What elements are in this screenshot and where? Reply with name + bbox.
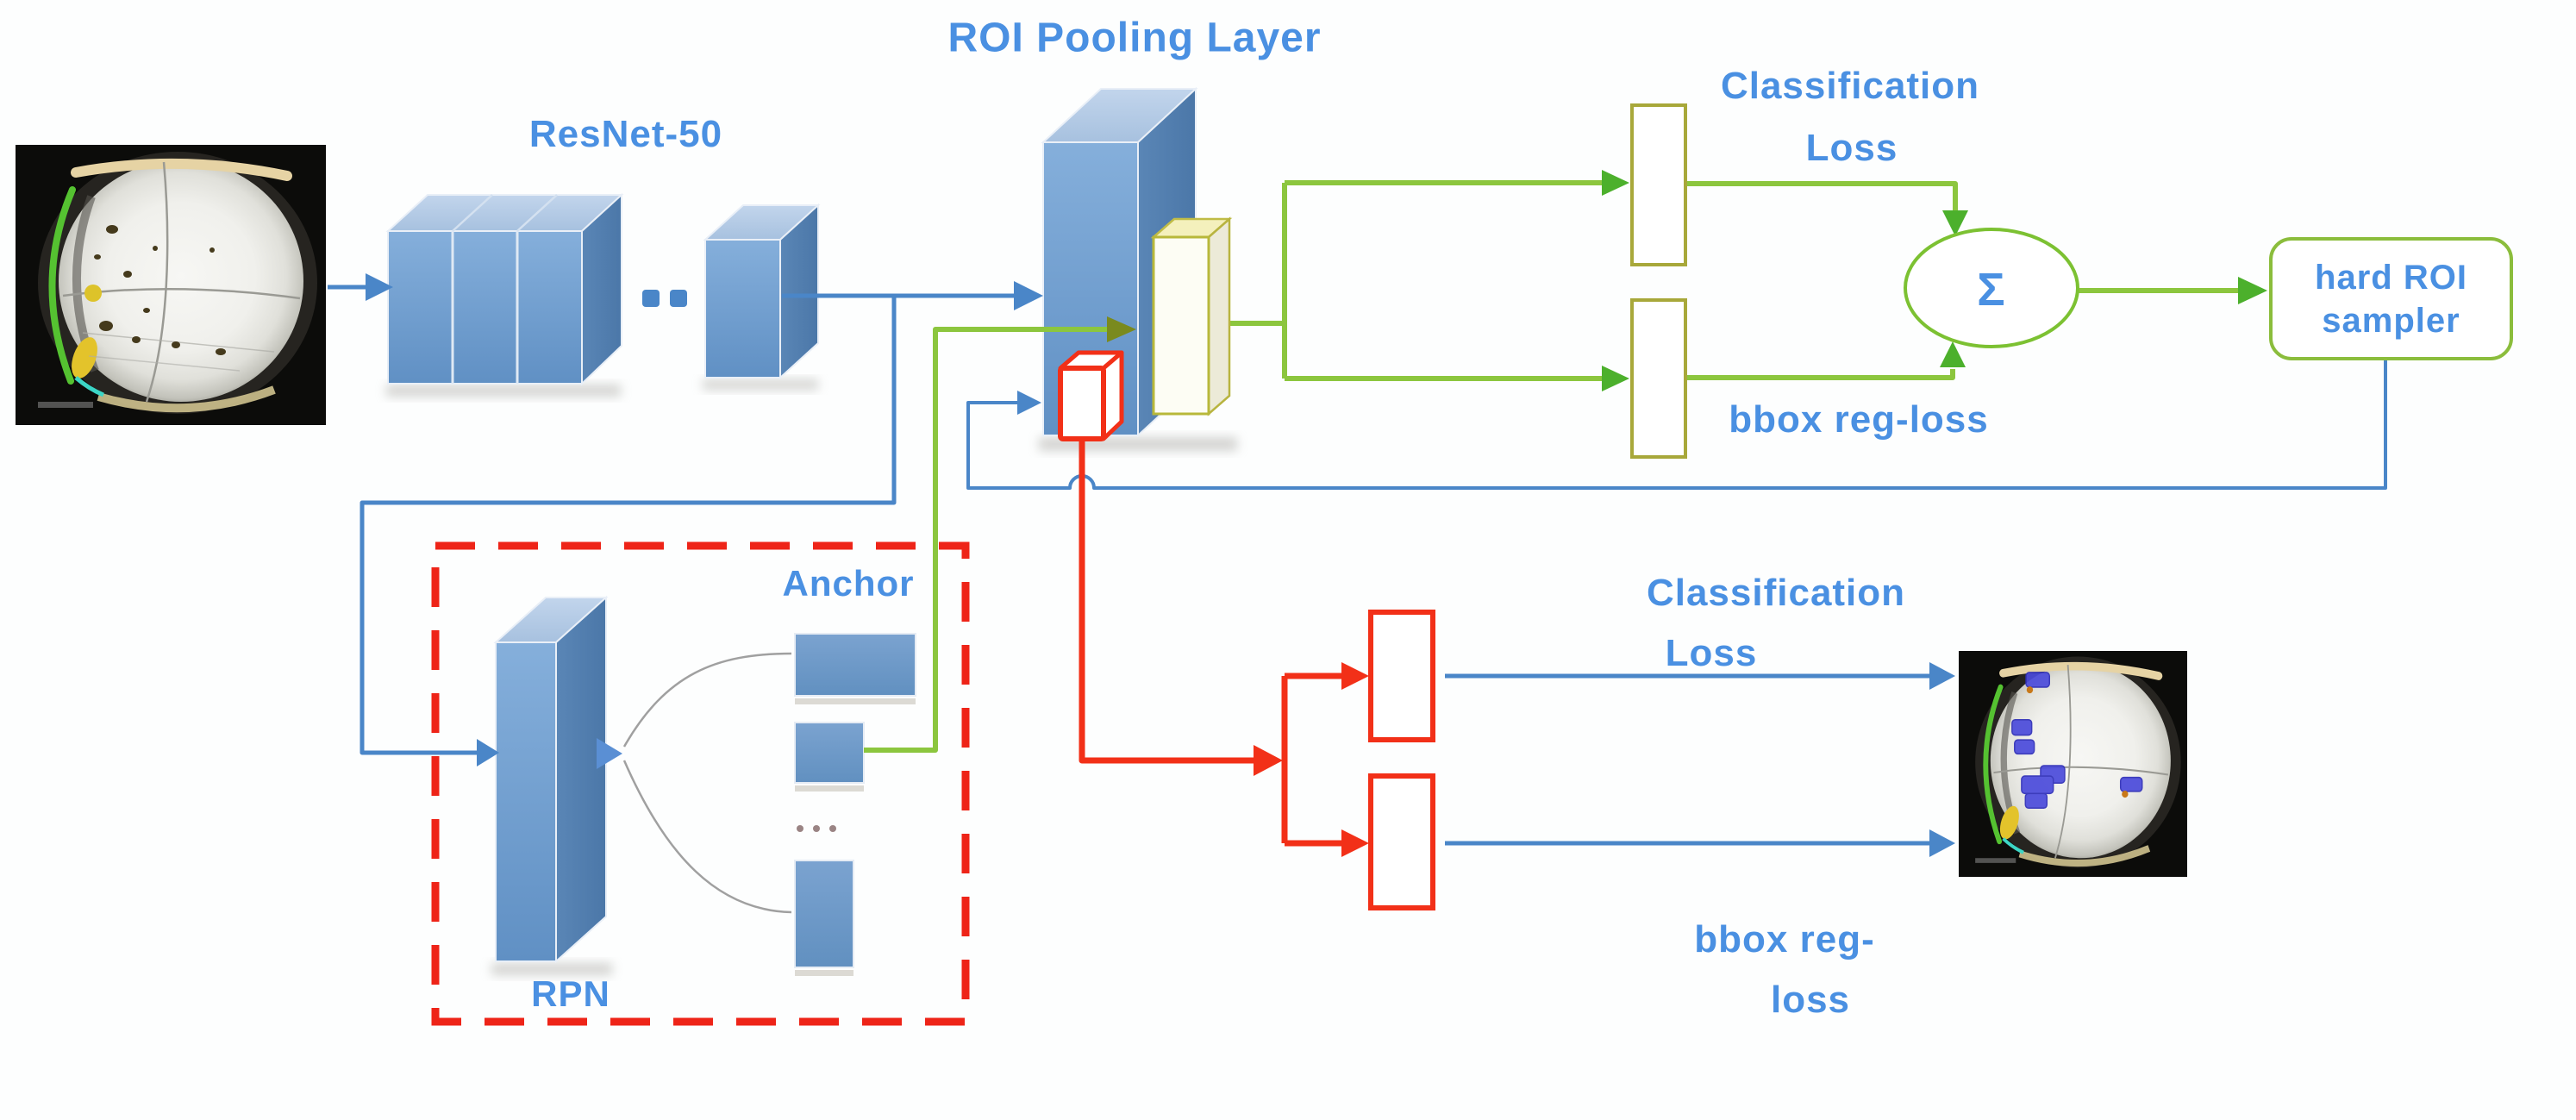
bbox-head-box: [1630, 298, 1687, 459]
red-arrowheads: [1254, 662, 1369, 857]
watermark-bar: [38, 402, 93, 408]
conn-cls-head-to-sigma: [1687, 181, 1958, 210]
detection-box: [2014, 739, 2035, 755]
conn-proposal-down: [1079, 440, 1254, 764]
bbox-reg-loss-label-bottom-line1: bbox reg-: [1694, 918, 1875, 960]
classification-head-box: [1630, 103, 1687, 266]
hard-roi-sampler-line1: hard ROI: [2315, 258, 2467, 297]
input-image-art: [16, 145, 326, 425]
resnet-label: ResNet-50: [528, 113, 723, 155]
hard-roi-sampler-line2: sampler: [2322, 301, 2460, 340]
rpn-output-arrow-icon: [597, 738, 622, 769]
detection-box: [2025, 672, 2050, 688]
detection-box: [2119, 776, 2143, 792]
classification-loss-label-top-line2: Loss: [1805, 127, 1898, 169]
rpn-block: [493, 595, 622, 964]
rpn-anchor-brace: [622, 652, 792, 914]
conn-bbox-head-to-sigma: [1687, 369, 1955, 380]
output-image-art: [1959, 651, 2187, 877]
rpn-bbox-head-box: [1368, 773, 1435, 910]
anchor-label: Anchor: [782, 563, 915, 604]
green-arrowheads: [1107, 170, 2267, 391]
detection-box: [2021, 775, 2054, 795]
anchor-box-square: [794, 722, 865, 784]
resnet-ellipsis-dots: [642, 290, 687, 307]
anchor-boxes: [794, 633, 916, 976]
rpn-classification-head-box: [1368, 610, 1435, 742]
roi-pooling-label: ROI Pooling Layer: [947, 15, 1322, 61]
roi-feature-panel: [1150, 216, 1233, 416]
conn-roi-to-heads: [1214, 180, 1602, 381]
classification-loss-label-bottom-line2: Loss: [1665, 632, 1758, 674]
olive-arrowhead-into-roi: [1107, 316, 1136, 342]
conn-anchor-to-roi: [864, 327, 1107, 753]
detection-box: [2011, 719, 2033, 736]
anchor-box-wide: [794, 633, 916, 697]
rpn-dashed-box: [431, 541, 970, 1026]
sigma-label: Σ: [1977, 264, 2006, 316]
blue-arrowheads: [366, 273, 1955, 857]
green-connectors: [864, 180, 2238, 753]
resnet-block-group: [385, 192, 624, 386]
conn-resnet-to-rpn: [360, 296, 897, 755]
bbox-reg-loss-label-bottom-line2: loss: [1770, 979, 1851, 1021]
bbox-reg-loss-label-top: bbox reg-loss: [1729, 398, 1989, 441]
colony-spots: [84, 225, 226, 355]
sigma-circle: [1904, 228, 2079, 348]
red-connectors: [1079, 440, 1341, 847]
watermark-bar: [1975, 858, 2016, 863]
classification-loss-label-bottom-line1: Classification: [1646, 572, 1906, 614]
classification-loss-label-top-line1: Classification: [1720, 65, 1980, 107]
detection-boxes: [2011, 672, 2143, 809]
output-image: [1959, 651, 2187, 877]
hard-roi-sampler-box: hard ROI sampler: [2269, 237, 2513, 360]
green-rim-arc: [1983, 684, 2004, 845]
anchor-box-tall: [794, 860, 854, 968]
detection-box: [2024, 792, 2048, 809]
input-image: [16, 145, 326, 425]
resnet-block-small: [703, 203, 821, 380]
green-rim-arc: [48, 186, 76, 385]
rpn-label: RPN: [531, 973, 610, 1014]
roi-proposal-box: [1058, 350, 1124, 441]
anchor-ellipsis-dots: [797, 825, 836, 832]
